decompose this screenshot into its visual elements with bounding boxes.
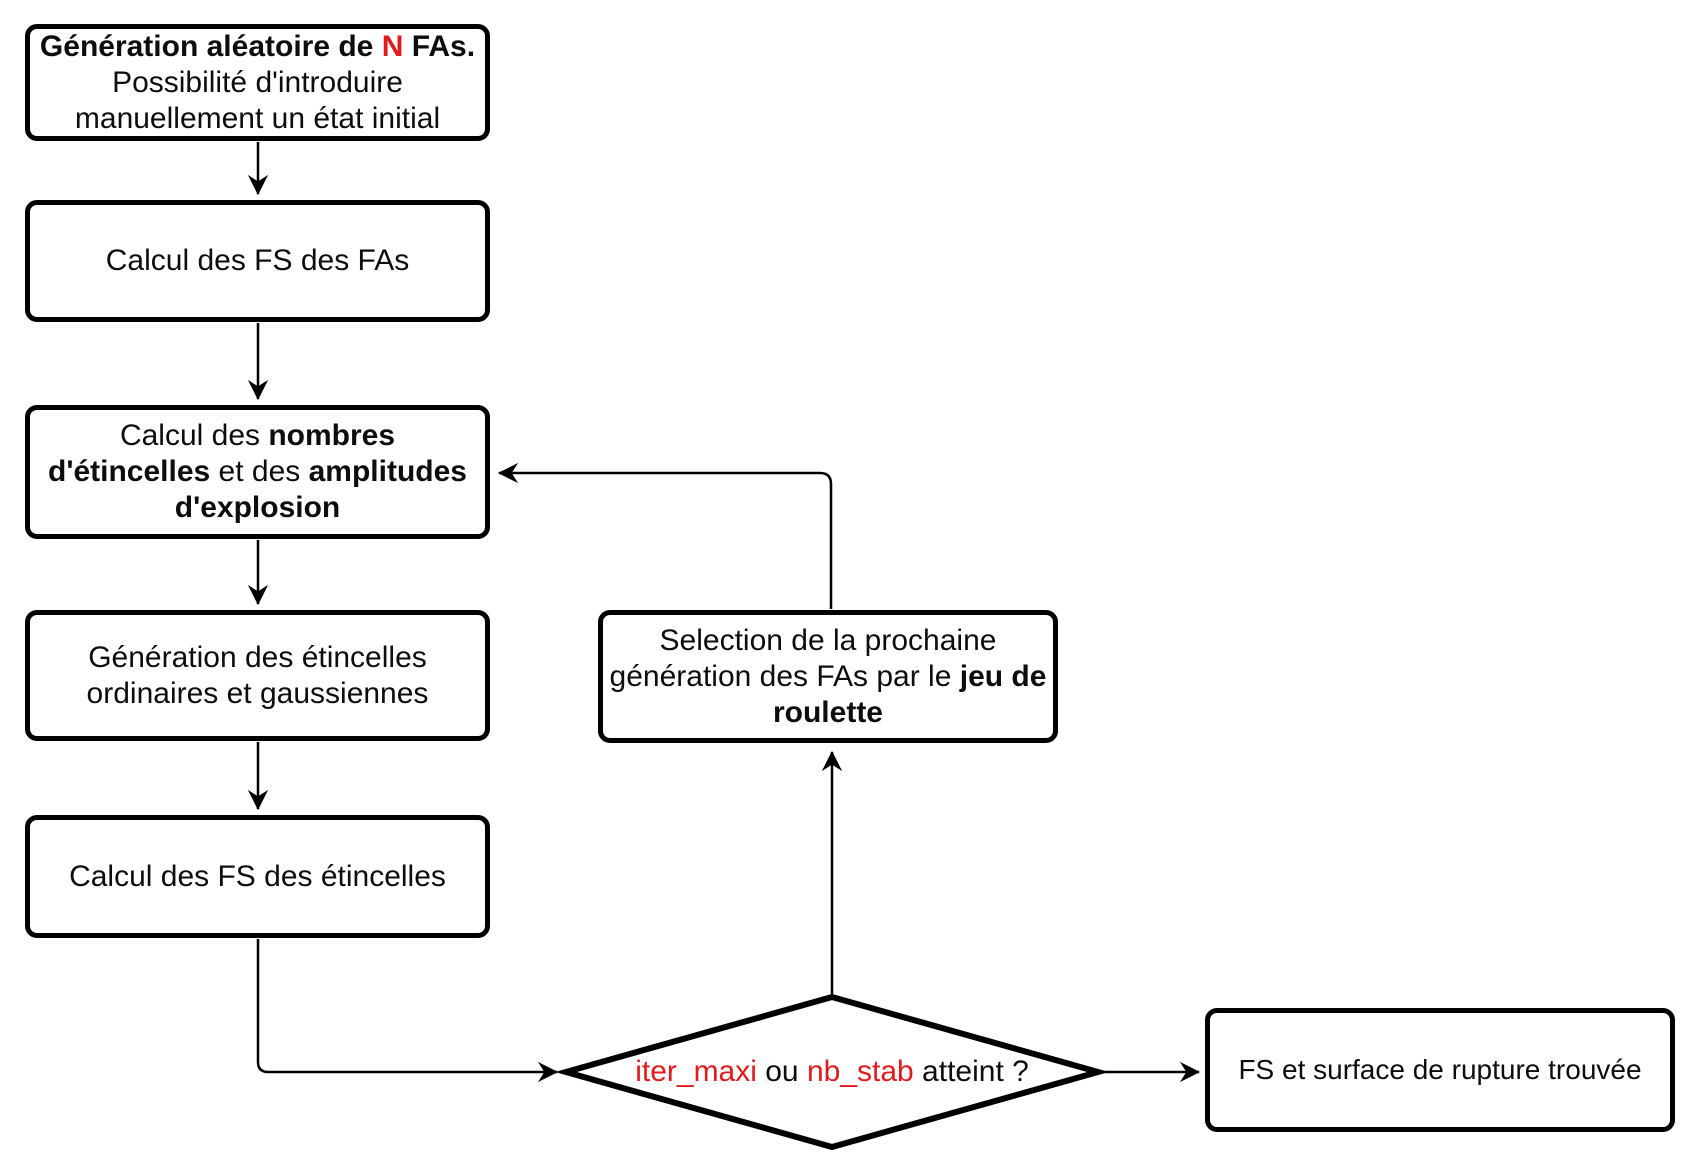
compute-fs-fas-label: Calcul des FS des FAs xyxy=(105,244,410,277)
generate-fas-box: Génération aléatoire de N FAs. Possibili… xyxy=(25,24,490,141)
decision-diamond xyxy=(554,993,1110,1151)
generate-fas-line2: Possibilité d'introduire xyxy=(112,65,403,99)
selection-line1: Selection de la prochaine xyxy=(659,623,997,657)
spark-counts-line3: d'explosion xyxy=(174,491,341,524)
nb-stab-variable: nb_stab xyxy=(806,1055,914,1088)
result-label: FS et surface de rupture trouvée xyxy=(1238,1054,1642,1086)
arrow-calcfssparks-to-decision xyxy=(256,939,559,1083)
compute-fs-sparks-label: Calcul des FS des étincelles xyxy=(69,859,446,893)
generate-sparks-box: Génération des étincelles ordinaires et … xyxy=(25,610,490,741)
decision-label: iter_maxi ou nb_stab atteint ? xyxy=(635,1055,1029,1088)
compute-spark-counts-box: Calcul des nombres d'étincelles et des a… xyxy=(25,405,490,539)
arrow-selection-to-calcnumbers-loop xyxy=(497,462,833,609)
spark-counts-line2: d'étincelles et des amplitudes xyxy=(48,455,467,488)
spark-counts-line1: Calcul des nombres xyxy=(119,419,396,452)
selection-roulette-box: Selection de la prochaine génération des… xyxy=(598,610,1058,743)
n-variable: N xyxy=(381,29,404,63)
generate-sparks-line1: Génération des étincelles xyxy=(88,640,427,674)
generate-fas-line1: Génération aléatoire de N FAs. xyxy=(39,29,476,63)
compute-fs-fas-box: Calcul des FS des FAs xyxy=(25,200,490,322)
selection-line2: génération des FAs par le jeu de xyxy=(609,659,1047,693)
generate-sparks-line2: ordinaires et gaussiennes xyxy=(86,676,429,710)
compute-fs-sparks-box: Calcul des FS des étincelles xyxy=(25,815,490,938)
selection-line3: roulette xyxy=(772,695,883,729)
result-box: FS et surface de rupture trouvée xyxy=(1205,1008,1675,1132)
generate-fas-line3: manuellement un état initial xyxy=(74,101,441,135)
iter-maxi-variable: iter_maxi xyxy=(635,1055,757,1088)
